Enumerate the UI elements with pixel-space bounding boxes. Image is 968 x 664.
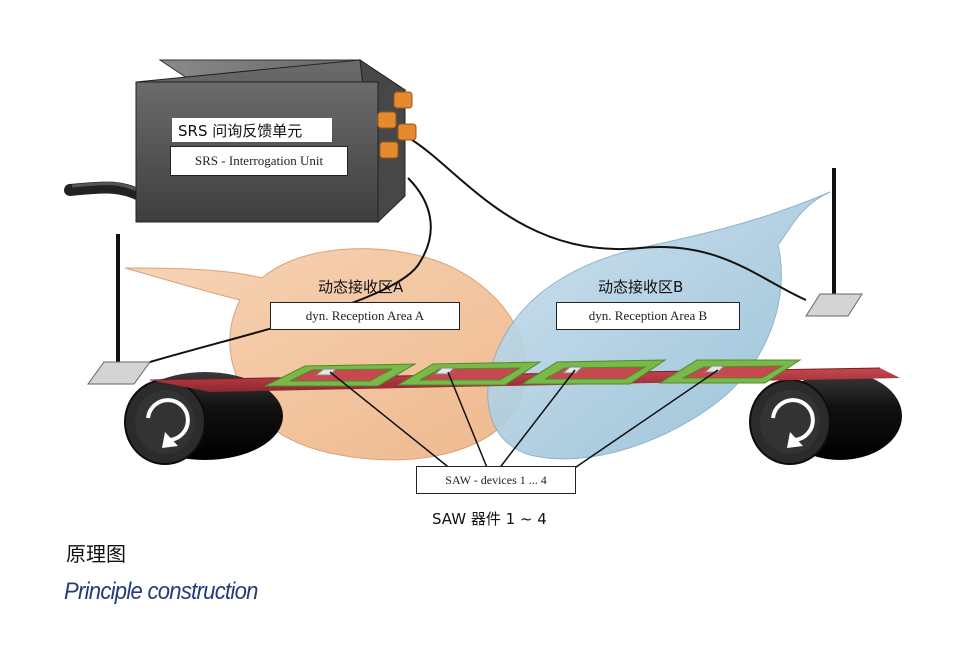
area-a-label-en: dyn. Reception Area A: [270, 302, 460, 330]
saw-frame-2: [396, 361, 542, 386]
area-b-label-cn: 动态接收区B: [598, 278, 684, 296]
saw-devices-label-en: SAW - devices 1 ... 4: [416, 466, 576, 494]
caption-title-cn: 原理图: [66, 542, 126, 566]
area-a-label-cn: 动态接收区A: [318, 278, 404, 296]
saw-frames: [264, 359, 802, 387]
connectors: [377, 91, 417, 159]
saw-devices-label-cn: SAW 器件 1 ~ 4: [432, 510, 547, 528]
caption-title-en: Principle construction: [64, 578, 258, 605]
saw-leader-lines: [329, 369, 719, 479]
cable-to-antenna-a: [149, 177, 432, 363]
cable-to-antenna-b: [411, 139, 807, 301]
right-roller: [749, 372, 902, 465]
unit-label-en: SRS - Interrogation Unit: [170, 146, 348, 176]
antenna-a: [87, 234, 151, 385]
unit-label-cn: SRS 问询反馈单元: [172, 118, 332, 142]
antenna-b: [805, 168, 863, 317]
area-b-label-en: dyn. Reception Area B: [556, 302, 740, 330]
saw-frame-4: [658, 359, 802, 384]
saw-frame-3: [520, 359, 667, 385]
left-roller: [124, 372, 283, 465]
